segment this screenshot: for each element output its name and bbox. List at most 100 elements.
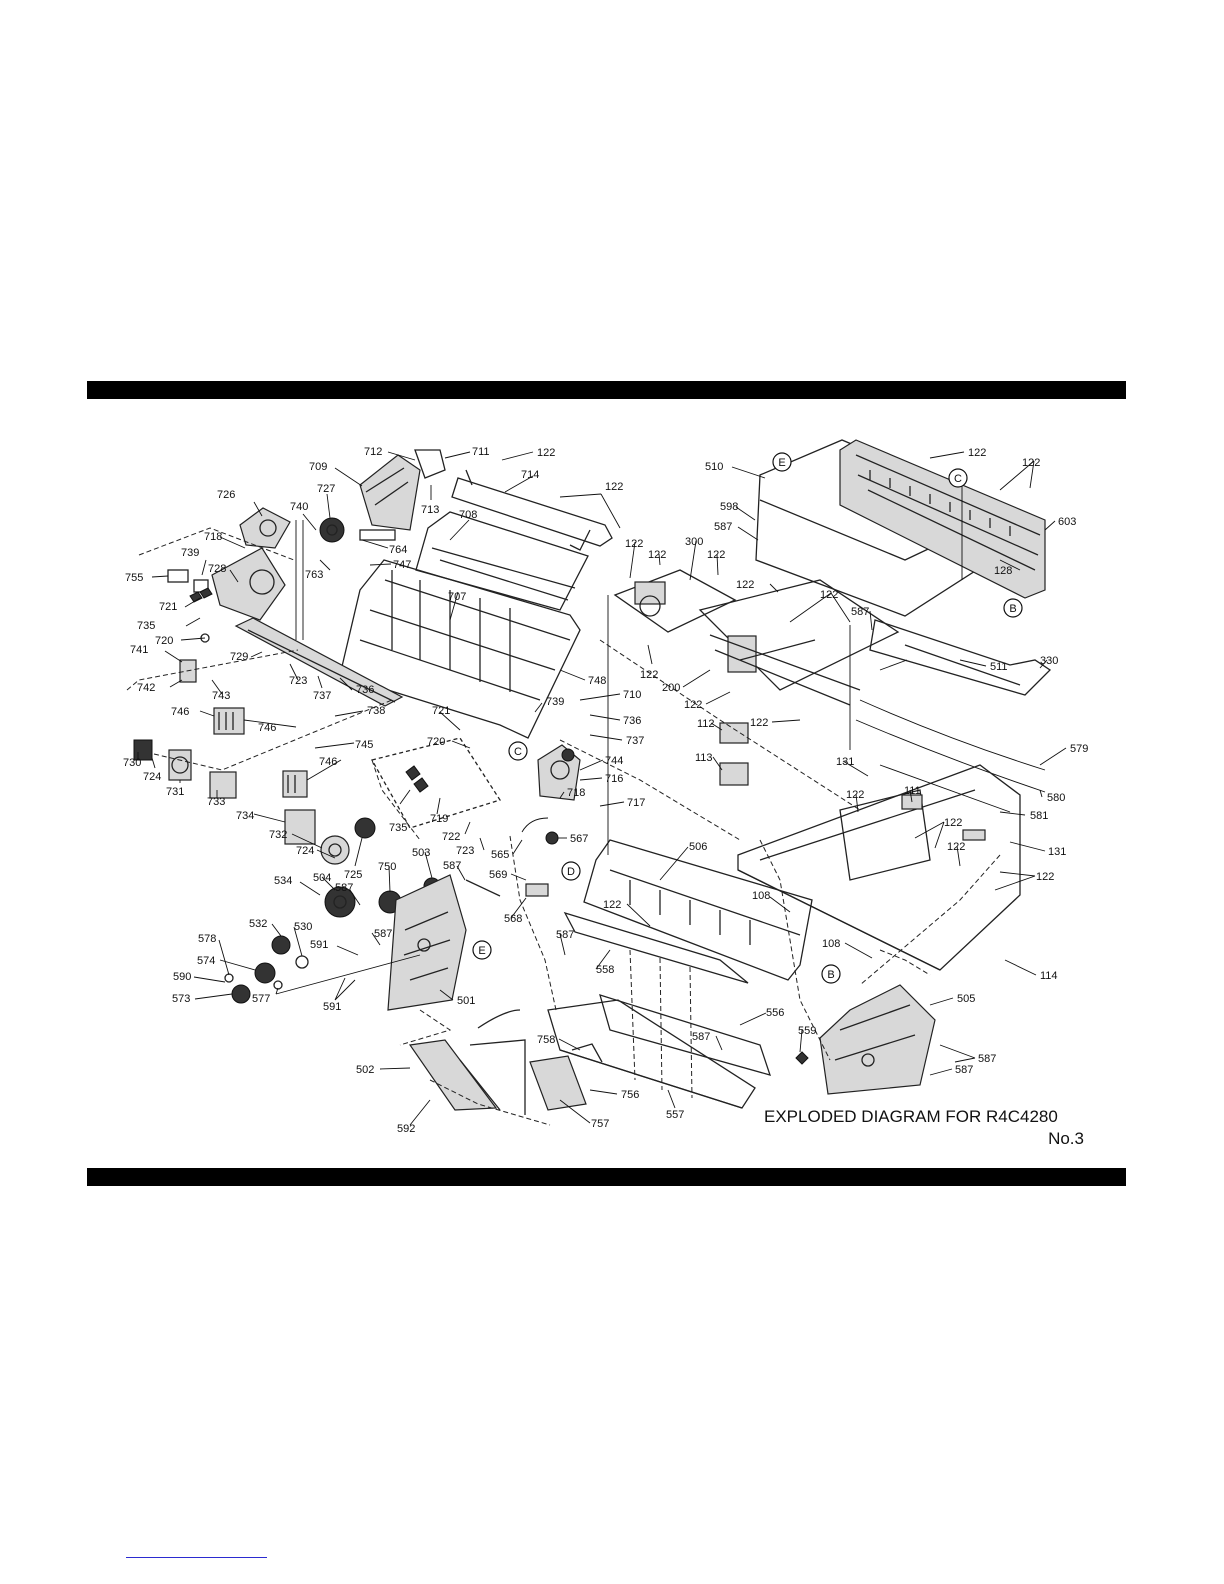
callout-718: 718	[204, 531, 222, 543]
callout-128: 128	[994, 565, 1012, 577]
callout-727: 727	[317, 483, 335, 495]
callout-710: 710	[623, 689, 641, 701]
callout-122: 122	[684, 699, 702, 711]
callout-557: 557	[666, 1109, 684, 1121]
assembly-lines	[126, 527, 1001, 1126]
ref-marker-c-mid: C	[508, 741, 528, 761]
callout-569: 569	[489, 869, 507, 881]
callout-732: 732	[269, 829, 287, 841]
callout-724: 724	[143, 771, 161, 783]
part-shapes	[133, 439, 1052, 1115]
callout-581: 581	[1030, 810, 1048, 822]
callout-735: 735	[137, 620, 155, 632]
callout-590: 590	[173, 971, 191, 983]
callout-558: 558	[596, 964, 614, 976]
callout-511: 511	[990, 661, 1008, 673]
callout-755: 755	[125, 572, 143, 584]
callout-122: 122	[968, 447, 986, 459]
callout-122: 122	[625, 538, 643, 550]
callout-733: 733	[207, 796, 225, 808]
callout-300: 300	[685, 536, 703, 548]
callout-745: 745	[355, 739, 373, 751]
callout-122: 122	[537, 447, 555, 459]
callout-728: 728	[208, 563, 226, 575]
callout-122: 122	[947, 841, 965, 853]
reference-markers: E C B C D E B	[472, 452, 1023, 984]
callout-735: 735	[389, 822, 407, 834]
callout-746: 746	[319, 756, 337, 768]
callout-122: 122	[846, 789, 864, 801]
callout-577: 577	[252, 993, 270, 1005]
callout-131: 131	[1048, 846, 1066, 858]
callout-111: 111	[904, 785, 921, 797]
callout-567: 567	[570, 833, 588, 845]
callout-725: 725	[344, 869, 362, 881]
callout-114: 114	[1040, 970, 1058, 982]
callout-736: 736	[623, 715, 641, 727]
callout-587: 587	[374, 928, 392, 940]
callout-labels: 712 711 709 713 122 714 122 726 727 740 …	[123, 446, 1088, 1135]
callout-750: 750	[378, 861, 396, 873]
callout-565: 565	[491, 849, 509, 861]
callout-574: 574	[197, 955, 215, 967]
callout-131: 131	[836, 756, 854, 768]
callout-330: 330	[1040, 655, 1058, 667]
callout-712: 712	[364, 446, 382, 458]
callout-721: 721	[432, 705, 450, 717]
svg-text:E: E	[778, 457, 785, 469]
callout-122: 122	[603, 899, 621, 911]
callout-708: 708	[459, 509, 477, 521]
callout-501: 501	[457, 995, 475, 1007]
svg-text:B: B	[827, 969, 834, 981]
callout-603: 603	[1058, 516, 1076, 528]
callout-587: 587	[851, 606, 869, 618]
callout-122: 122	[707, 549, 725, 561]
callout-738: 738	[367, 705, 385, 717]
callout-764: 764	[389, 544, 407, 556]
callout-746: 746	[258, 722, 276, 734]
callout-740: 740	[290, 501, 308, 513]
callout-122: 122	[605, 481, 623, 493]
callout-756: 756	[621, 1089, 639, 1101]
diagram-caption-title: EXPLODED DIAGRAM FOR R4C4280	[764, 1107, 1058, 1126]
callout-587: 587	[335, 882, 353, 894]
callout-504: 504	[313, 872, 331, 884]
callout-707: 707	[448, 591, 466, 603]
diagram-caption-number: No.3	[1048, 1129, 1084, 1148]
callout-587: 587	[978, 1053, 996, 1065]
callout-591: 591	[310, 939, 328, 951]
callout-556: 556	[766, 1007, 784, 1019]
callout-723: 723	[456, 845, 474, 857]
callout-713: 713	[421, 504, 439, 516]
callout-746: 746	[171, 706, 189, 718]
callout-112: 112	[697, 718, 715, 730]
footer-link-underline[interactable]	[126, 1557, 267, 1558]
callout-711: 711	[472, 446, 490, 458]
callout-722: 722	[442, 831, 460, 843]
ref-marker-e-mid: E	[472, 940, 492, 960]
callout-122: 122	[736, 579, 754, 591]
callout-723: 723	[289, 675, 307, 687]
callout-573: 573	[172, 993, 190, 1005]
callout-587: 587	[955, 1064, 973, 1076]
callout-763: 763	[305, 569, 323, 581]
callout-724: 724	[296, 845, 314, 857]
callout-530: 530	[294, 921, 312, 933]
callout-717: 717	[627, 797, 645, 809]
callout-580: 580	[1047, 792, 1065, 804]
svg-text:E: E	[478, 945, 485, 957]
callout-598: 598	[720, 501, 738, 513]
callout-739: 739	[546, 696, 564, 708]
callout-747: 747	[393, 559, 411, 571]
callout-510: 510	[705, 461, 723, 473]
callout-743: 743	[212, 690, 230, 702]
callout-737: 737	[626, 735, 644, 747]
callout-716: 716	[605, 773, 623, 785]
callout-568: 568	[504, 913, 522, 925]
callout-742: 742	[137, 682, 155, 694]
callout-748: 748	[588, 675, 606, 687]
callout-122: 122	[640, 669, 658, 681]
callout-505: 505	[957, 993, 975, 1005]
svg-text:D: D	[567, 866, 575, 878]
